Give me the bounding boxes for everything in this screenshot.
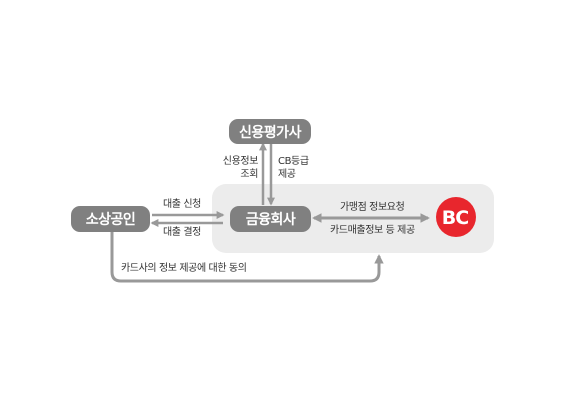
cb-grade-line1: CB등급 (278, 156, 309, 167)
bc-card-logo: BC (436, 197, 476, 237)
small-business-node: 소상공인 (71, 206, 150, 232)
loan-apply-label: 대출 신청 (163, 199, 201, 210)
cb-grade-label: CB등급 제공 (278, 155, 309, 181)
financial-company-node: 금융회사 (230, 206, 311, 232)
bc-logo-text: BC (442, 207, 468, 229)
loan-decision-label: 대출 결정 (163, 227, 201, 238)
credit-query-label: 신용정보 조회 (216, 155, 259, 181)
cb-grade-line2: 제공 (278, 169, 296, 180)
credit-agency-node: 신용평가사 (229, 119, 311, 144)
credit-query-line1: 신용정보 (222, 156, 259, 167)
merchant-info-request-label: 가맹점 정보요청 (340, 202, 405, 213)
credit-query-line2: 조회 (240, 169, 258, 180)
card-info-consent-label: 카드사의 정보 제공에 대한 동의 (121, 263, 247, 274)
consent-arrow (110, 232, 384, 283)
card-sales-info-label: 카드매출정보 등 제공 (330, 225, 415, 236)
